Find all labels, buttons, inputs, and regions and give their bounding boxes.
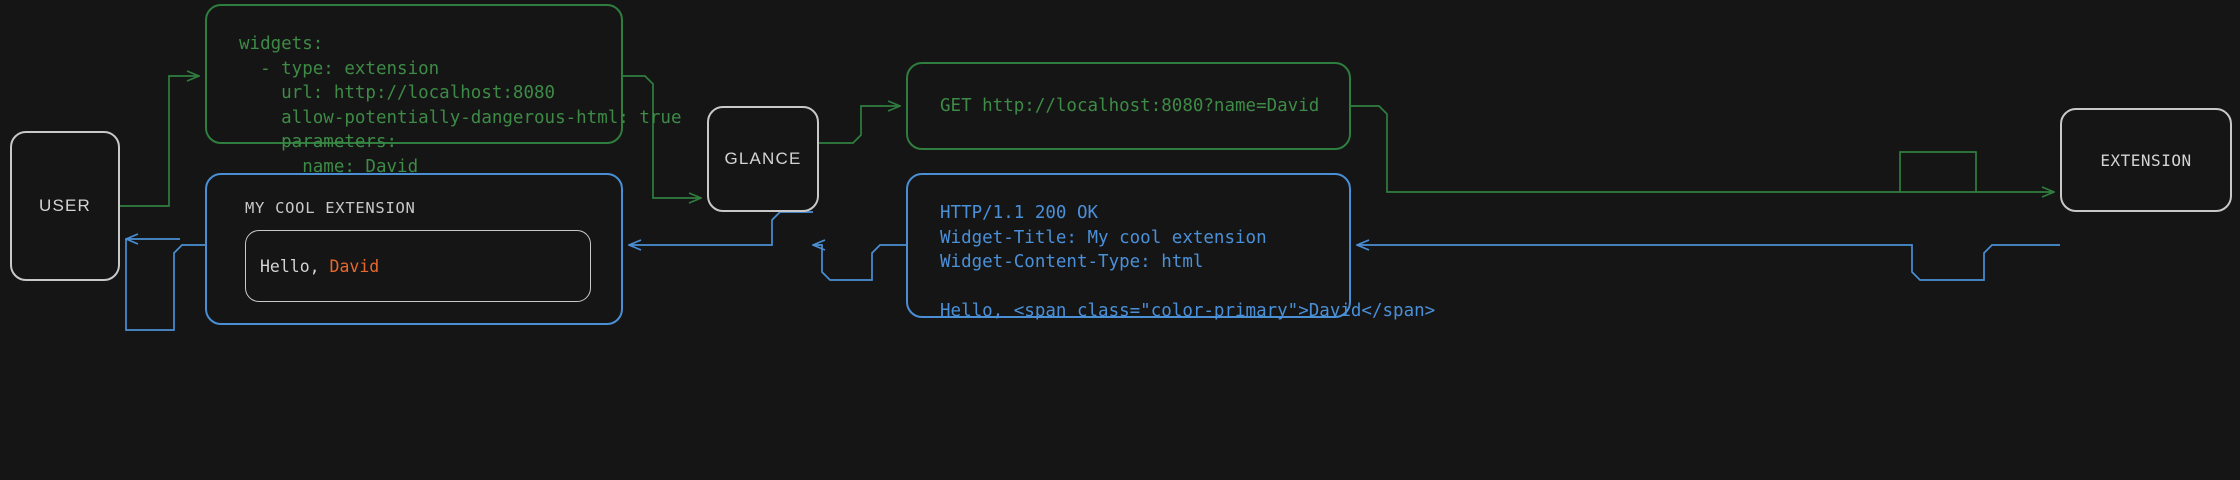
widget-greeting-prefix: Hello, bbox=[260, 256, 330, 276]
panel-widget-preview: MY COOL EXTENSION Hello, David bbox=[205, 173, 623, 325]
widget-preview-body: Hello, David bbox=[245, 230, 591, 302]
widget-preview-title: MY COOL EXTENSION bbox=[245, 199, 416, 217]
wire-glance-to-widget bbox=[629, 211, 813, 245]
wire-user-to-yaml bbox=[120, 76, 199, 207]
node-user[interactable]: USER bbox=[10, 131, 120, 281]
wire-glance-to-request bbox=[819, 106, 900, 144]
node-glance[interactable]: GLANCE bbox=[707, 106, 819, 212]
wire-extension-to-response bbox=[1357, 245, 2060, 281]
node-extension-label: EXTENSION bbox=[2100, 150, 2192, 170]
yaml-config-text: widgets: - type: extension url: http://l… bbox=[239, 34, 682, 177]
wire-request-to-extension bbox=[1351, 105, 2054, 192]
panel-http-request: GET http://localhost:8080?name=David bbox=[906, 62, 1351, 150]
wire-request-to-extension-mid bbox=[1899, 151, 1977, 192]
panel-yaml-config: widgets: - type: extension url: http://l… bbox=[205, 4, 682, 177]
node-glance-label: GLANCE bbox=[724, 149, 802, 168]
wire-yaml-to-glance bbox=[623, 75, 701, 198]
panel-http-response: HTTP/1.1 200 OK Widget-Title: My cool ex… bbox=[906, 173, 1435, 321]
wire-response-to-glance bbox=[813, 245, 906, 281]
wire-widget-to-user bbox=[125, 239, 205, 331]
widget-greeting-name: David bbox=[329, 256, 380, 276]
widget-preview-greeting: Hello, David bbox=[260, 257, 379, 276]
node-user-label: USER bbox=[38, 196, 92, 215]
http-request-text: GET http://localhost:8080?name=David bbox=[940, 95, 1320, 116]
node-extension[interactable]: EXTENSION bbox=[2060, 108, 2232, 212]
http-response-text: HTTP/1.1 200 OK Widget-Title: My cool ex… bbox=[940, 203, 1436, 321]
